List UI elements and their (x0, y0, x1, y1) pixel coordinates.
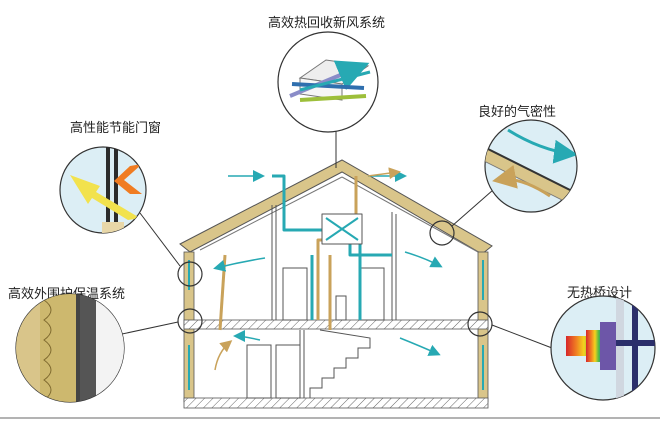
label-airtightness: 良好的气密性 (478, 105, 557, 120)
callout-envelope-insulation (15, 293, 125, 403)
callout-connectors (121, 131, 553, 349)
detail-markers (177, 220, 493, 337)
label-heat-recovery-ventilation: 高效热回收新风系统 (268, 16, 386, 31)
airflow-arrows (213, 167, 443, 371)
label-high-performance-windows: 高性能节能门窗 (70, 121, 162, 136)
callout-high-performance-windows (59, 146, 147, 234)
callout-airtightness (484, 119, 578, 213)
doors (246, 267, 385, 399)
ventilation-ducts (218, 174, 392, 331)
staircase (309, 329, 371, 398)
callout-thermal-bridge-free (550, 295, 656, 401)
callout-heat-recovery-ventilation (277, 31, 379, 133)
house-floors (183, 319, 489, 409)
